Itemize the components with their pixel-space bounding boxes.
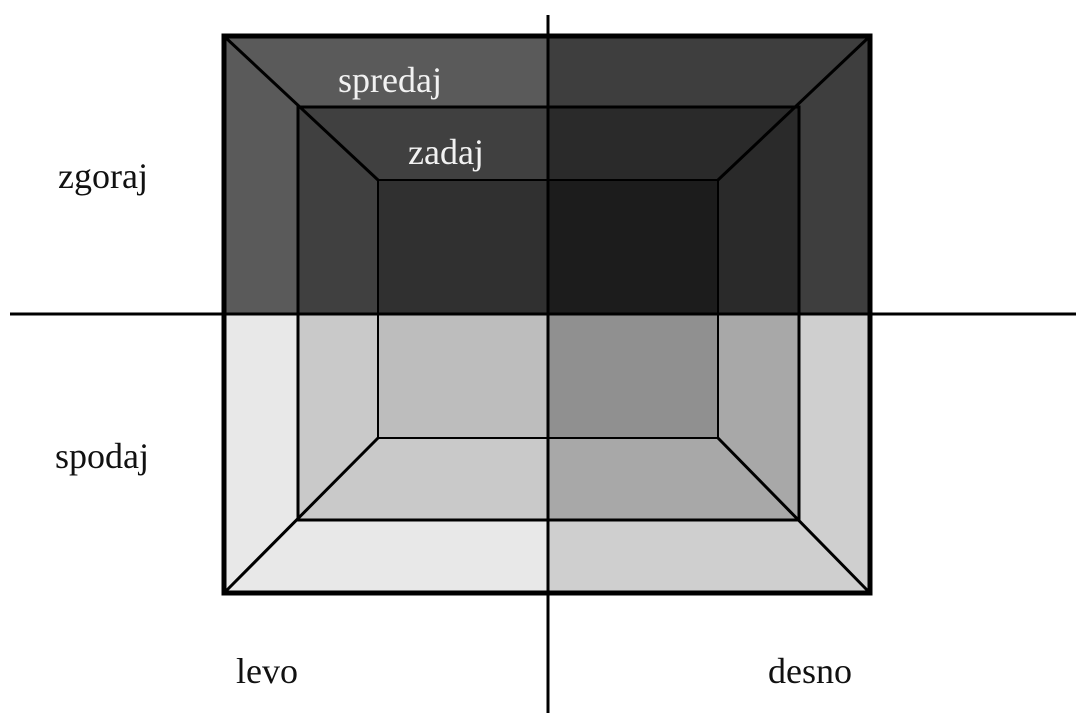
label-spredaj: spredaj bbox=[338, 60, 442, 100]
label-desno: desno bbox=[768, 651, 852, 691]
label-spodaj: spodaj bbox=[55, 436, 149, 476]
upper-right-back-wall bbox=[548, 180, 718, 314]
lower-left-back-wall bbox=[378, 314, 548, 438]
label-zgoraj: zgoraj bbox=[58, 156, 148, 196]
label-levo: levo bbox=[236, 651, 298, 691]
upper-left-back-wall bbox=[378, 180, 548, 314]
lower-right-back-wall bbox=[548, 314, 718, 438]
label-zadaj: zadaj bbox=[408, 132, 484, 172]
